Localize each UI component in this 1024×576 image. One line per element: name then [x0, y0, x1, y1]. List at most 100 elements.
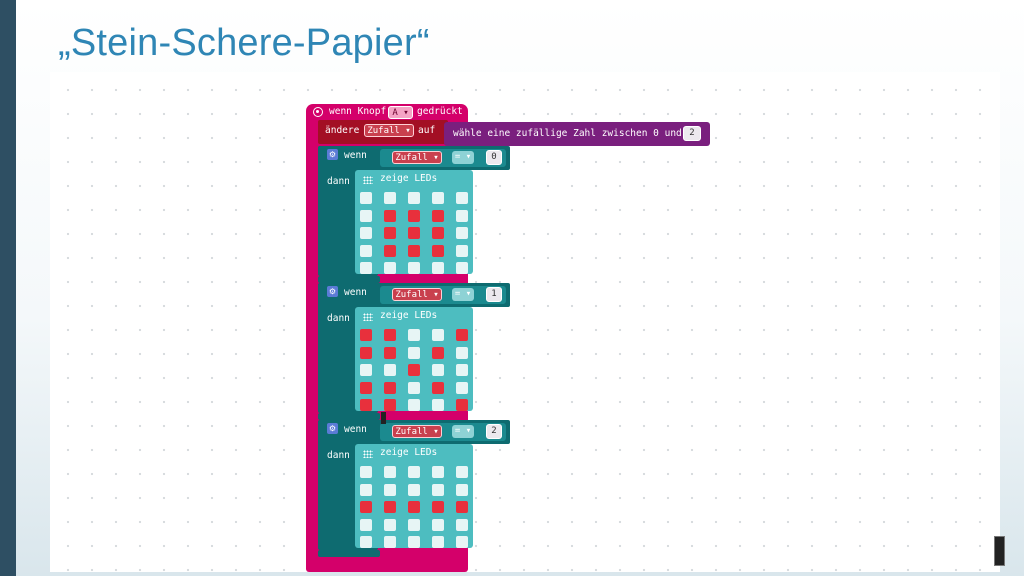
led-cell[interactable] [408, 192, 420, 204]
if-gear-icon[interactable]: ⚙ [327, 423, 338, 434]
led-cell[interactable] [456, 192, 468, 204]
led-cell[interactable] [432, 329, 444, 341]
led-cell[interactable] [432, 192, 444, 204]
led-cell[interactable] [456, 227, 468, 239]
led-cell[interactable] [360, 346, 372, 359]
led-cell[interactable] [408, 518, 420, 531]
led-cell[interactable] [360, 262, 372, 274]
led-cell[interactable] [408, 381, 420, 394]
led-cell[interactable] [456, 536, 468, 548]
if-gear-icon[interactable]: ⚙ [327, 149, 338, 160]
show-leds-block[interactable] [355, 444, 473, 548]
led-cell[interactable] [384, 227, 396, 239]
led-cell[interactable] [360, 518, 372, 531]
compare-operator-dropdown[interactable]: = ▾ [452, 151, 474, 164]
led-cell[interactable] [384, 518, 396, 531]
led-cell[interactable] [432, 536, 444, 548]
compare-value-input[interactable]: 2 [486, 424, 502, 439]
led-cell[interactable] [384, 466, 396, 478]
led-cell[interactable] [432, 399, 444, 411]
led-cell[interactable] [408, 209, 420, 222]
led-cell[interactable] [408, 227, 420, 239]
led-cell[interactable] [360, 501, 372, 513]
led-cell[interactable] [408, 399, 420, 411]
led-cell[interactable] [408, 501, 420, 513]
compare-variable-dropdown[interactable]: Zufall ▾ [392, 288, 442, 301]
if-block-foot [318, 413, 380, 420]
led-cell[interactable] [456, 518, 468, 531]
led-cell[interactable] [360, 209, 372, 222]
led-cell[interactable] [432, 209, 444, 222]
led-cell[interactable] [384, 329, 396, 341]
led-cell[interactable] [408, 346, 420, 359]
led-cell[interactable] [408, 364, 420, 376]
led-cell[interactable] [384, 399, 396, 411]
led-cell[interactable] [456, 329, 468, 341]
if-gear-icon[interactable]: ⚙ [327, 286, 338, 297]
led-cell[interactable] [384, 244, 396, 257]
random-label: wähle eine zufällige Zahl zwischen 0 und [453, 128, 682, 139]
led-cell[interactable] [456, 209, 468, 222]
led-cell[interactable] [432, 381, 444, 394]
led-cell[interactable] [408, 483, 420, 496]
show-leds-block[interactable] [355, 307, 473, 411]
led-cell[interactable] [432, 244, 444, 257]
random-number-block[interactable] [444, 122, 710, 146]
compare-operator-dropdown[interactable]: = ▾ [452, 288, 474, 301]
led-cell[interactable] [360, 399, 372, 411]
led-cell[interactable] [456, 483, 468, 496]
led-cell[interactable] [384, 483, 396, 496]
led-cell[interactable] [408, 329, 420, 341]
compare-variable-dropdown[interactable]: Zufall ▾ [392, 151, 442, 164]
led-cell[interactable] [432, 346, 444, 359]
block-editor-workspace[interactable]: wenn Knopf A ▾ gedrückt ändere Zufall ▾ … [50, 72, 1000, 572]
led-cell[interactable] [432, 518, 444, 531]
led-cell[interactable] [384, 381, 396, 394]
led-cell[interactable] [456, 466, 468, 478]
led-cell[interactable] [384, 346, 396, 359]
led-cell[interactable] [456, 381, 468, 394]
led-cell[interactable] [456, 346, 468, 359]
led-cell[interactable] [456, 244, 468, 257]
compare-variable-dropdown[interactable]: Zufall ▾ [392, 425, 442, 438]
led-cell[interactable] [384, 501, 396, 513]
random-max-input[interactable]: 2 [683, 126, 701, 141]
led-cell[interactable] [384, 364, 396, 376]
led-cell[interactable] [360, 227, 372, 239]
led-cell[interactable] [360, 466, 372, 478]
button-event-icon [313, 107, 323, 117]
compare-value-input[interactable]: 0 [486, 150, 502, 165]
led-cell[interactable] [456, 501, 468, 513]
show-leds-block[interactable] [355, 170, 473, 274]
led-cell[interactable] [408, 466, 420, 478]
led-cell[interactable] [456, 399, 468, 411]
led-cell[interactable] [432, 466, 444, 478]
led-cell[interactable] [384, 209, 396, 222]
led-cell[interactable] [360, 244, 372, 257]
led-cell[interactable] [360, 192, 372, 204]
led-cell[interactable] [384, 192, 396, 204]
led-cell[interactable] [384, 262, 396, 274]
led-cell[interactable] [360, 364, 372, 376]
compare-operator-dropdown[interactable]: = ▾ [452, 425, 474, 438]
compare-value-input[interactable]: 1 [486, 287, 502, 302]
led-cell[interactable] [456, 262, 468, 274]
led-cell[interactable] [432, 501, 444, 513]
led-cell[interactable] [432, 227, 444, 239]
led-cell[interactable] [432, 483, 444, 496]
led-cell[interactable] [384, 536, 396, 548]
set-variable-dropdown[interactable]: Zufall ▾ [364, 124, 414, 137]
led-cell[interactable] [408, 262, 420, 274]
scrollbar-corner[interactable] [994, 536, 1005, 566]
button-dropdown[interactable]: A ▾ [388, 106, 413, 119]
led-cell[interactable] [432, 364, 444, 376]
if-label: wenn [344, 424, 367, 435]
led-cell[interactable] [408, 536, 420, 548]
led-cell[interactable] [360, 381, 372, 394]
led-cell[interactable] [360, 536, 372, 548]
led-cell[interactable] [360, 483, 372, 496]
led-cell[interactable] [456, 364, 468, 376]
led-cell[interactable] [432, 262, 444, 274]
led-cell[interactable] [360, 329, 372, 341]
led-cell[interactable] [408, 244, 420, 257]
